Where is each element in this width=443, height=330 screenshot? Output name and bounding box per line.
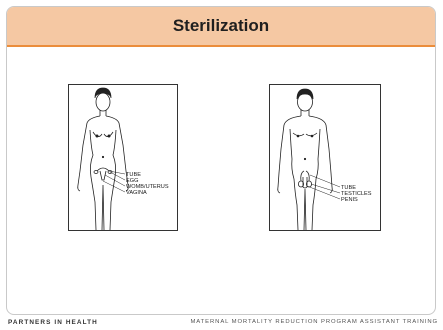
male-anatomy-figure: TUBE TESTICLES PENIS [269,84,381,231]
female-body-illustration: TUBE EGG WOMB/UTERUS VAGINA [69,85,177,230]
footer-organization: PARTNERS IN HEALTH [8,319,98,326]
title-bar: Sterilization [7,7,435,47]
slide-title: Sterilization [173,16,269,36]
female-anatomy-figure: TUBE EGG WOMB/UTERUS VAGINA [68,84,178,231]
male-body-illustration: TUBE TESTICLES PENIS [270,85,380,230]
footer-program: MATERNAL MORTALITY REDUCTION PROGRAM ASS… [190,319,438,325]
female-label-vagina: VAGINA [126,190,147,196]
slide: Sterilization [6,6,436,315]
male-label-penis: PENIS [341,197,358,203]
